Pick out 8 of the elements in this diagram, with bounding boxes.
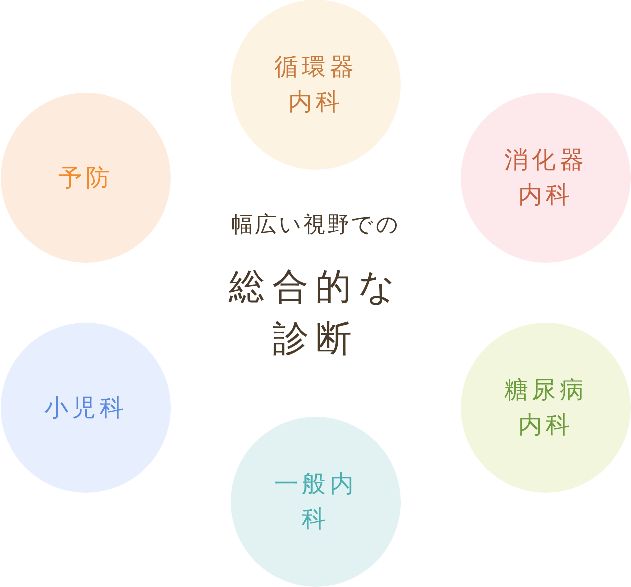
specialty-name: 消化器内科 xyxy=(504,145,588,211)
heading: 総合的な診断 xyxy=(228,266,404,362)
specialty-name: 糖尿病内科 xyxy=(504,375,588,441)
specialty-name: 循環器内科 xyxy=(274,52,358,118)
specialty-name: 小児科 xyxy=(44,392,128,424)
subheading: 幅広い視野での xyxy=(230,212,402,240)
specialty-name: 一般内科 xyxy=(274,469,358,535)
specialty-name: 予防 xyxy=(57,162,115,194)
